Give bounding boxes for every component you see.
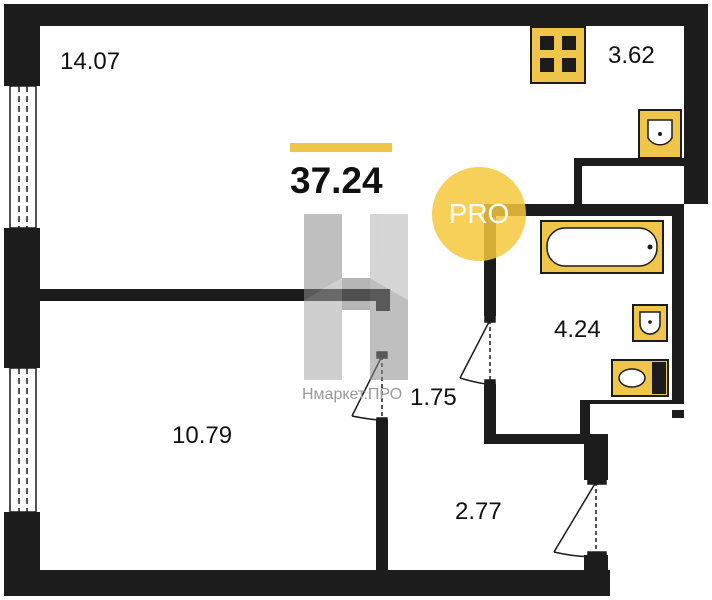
total-area: 37.24 (290, 160, 383, 201)
pro-badge: PRO (432, 167, 526, 261)
room-area-bathroom: 4.24 (554, 316, 601, 343)
pro-badge-label: PRO (448, 198, 510, 229)
watermark-logo-icon (304, 214, 408, 380)
door-icon (459, 315, 496, 387)
room-area-hall: 2.77 (455, 498, 502, 525)
room-area-corridor: 1.75 (410, 384, 457, 411)
room-area-living: 14.07 (60, 48, 121, 75)
walls (4, 4, 708, 596)
sink-icon (632, 304, 668, 342)
room-area-kitchen: 3.62 (608, 42, 655, 69)
door-icon (553, 477, 607, 559)
bathtub-icon (540, 220, 664, 274)
window-icon (9, 367, 37, 513)
total-area-bar (290, 143, 392, 152)
toilet-icon (611, 359, 669, 397)
watermark-text: Нмаркет.ПРО (302, 386, 403, 403)
stove-icon (530, 26, 586, 84)
window-icon (9, 85, 37, 229)
room-area-bedroom: 10.79 (172, 422, 233, 449)
sink-icon (638, 109, 682, 159)
